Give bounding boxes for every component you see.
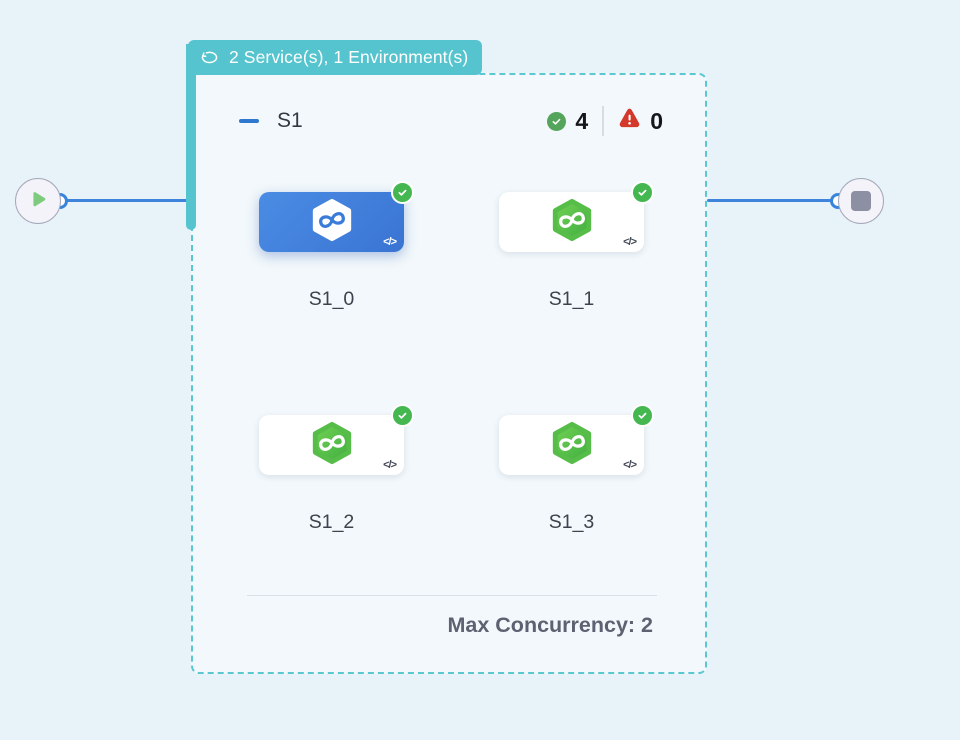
infinity-hexagon-icon — [309, 420, 355, 471]
stage-header: S1 4 0 — [239, 106, 663, 136]
warning-triangle-icon — [618, 107, 641, 135]
end-node[interactable] — [838, 178, 884, 224]
stage-container: S1 4 0 — [191, 73, 707, 674]
infinity-hexagon-icon — [549, 420, 595, 471]
play-icon — [27, 188, 49, 215]
service-card-s1-3[interactable]: </> — [499, 404, 654, 475]
success-count: 4 — [575, 107, 589, 134]
stage-title: S1 — [277, 109, 303, 132]
service-label: S1_2 — [308, 511, 355, 533]
max-concurrency-label: Max Concurrency: 2 — [447, 613, 653, 637]
service-label: S1_0 — [308, 288, 355, 310]
services-environments-label: 2 Service(s), 1 Environment(s) — [229, 47, 469, 67]
infinity-hexagon-icon — [309, 197, 355, 248]
service-label: S1_3 — [548, 511, 595, 533]
service-card-s1-2[interactable]: </> — [259, 404, 414, 475]
footer-divider — [247, 595, 657, 596]
cycle-icon — [199, 47, 220, 68]
status-divider — [602, 106, 605, 136]
code-icon: </> — [623, 459, 637, 471]
infinity-hexagon-icon — [549, 197, 595, 248]
check-circle-icon — [547, 111, 567, 131]
service-group: </> S1_3 — [499, 404, 654, 533]
stage-badge-strip — [186, 44, 196, 230]
services-environments-badge[interactable]: 2 Service(s), 1 Environment(s) — [188, 40, 483, 75]
check-badge-icon — [391, 404, 414, 427]
collapse-icon[interactable] — [239, 119, 259, 123]
code-icon: </> — [623, 236, 637, 248]
service-card-s1-1[interactable]: </> — [499, 181, 654, 252]
service-label: S1_1 — [548, 288, 595, 310]
error-count: 0 — [650, 107, 663, 134]
edge-start-to-stage — [59, 199, 188, 202]
code-icon: </> — [383, 236, 397, 248]
code-icon: </> — [383, 459, 397, 471]
check-badge-icon — [631, 404, 654, 427]
stage-status: 4 0 — [547, 106, 663, 136]
stop-icon — [851, 191, 871, 211]
check-badge-icon — [391, 181, 414, 204]
service-group: </> S1_1 — [499, 181, 654, 310]
edge-stage-to-end — [707, 199, 834, 202]
service-card-s1-0[interactable]: </> — [259, 181, 414, 252]
start-node[interactable] — [15, 178, 61, 224]
service-group: </> S1_2 — [259, 404, 414, 533]
service-group: </> S1_0 — [259, 181, 414, 310]
check-badge-icon — [631, 181, 654, 204]
